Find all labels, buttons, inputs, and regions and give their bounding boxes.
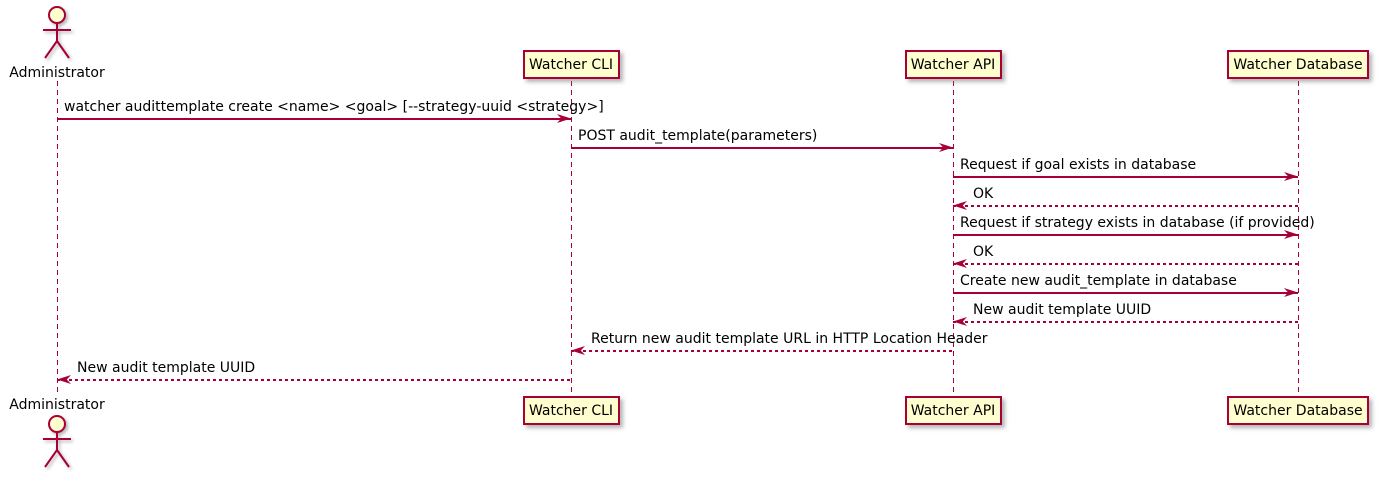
- actor-label-administrator-top: Administrator: [9, 65, 105, 81]
- message-line-9: [571, 350, 953, 352]
- message-label-10: New audit template UUID: [77, 360, 256, 376]
- actor-icon-administrator-top: [36, 5, 78, 63]
- participant-box-watcher-cli-top: Watcher CLI: [522, 50, 620, 79]
- message-arrowhead-10: [57, 375, 71, 384]
- message-label-3: Request if goal exists in database: [960, 157, 1197, 173]
- administrator-lifeline: [56, 81, 58, 396]
- watcher-api-lifeline: [952, 81, 954, 396]
- participant-box-watcher-database-top: Watcher Database: [1227, 50, 1369, 79]
- message-label-5: Request if strategy exists in database (…: [960, 215, 1315, 231]
- message-label-1: watcher audittemplate create <name> <goa…: [64, 99, 604, 115]
- message-line-3: [953, 176, 1298, 178]
- message-arrowhead-4: [953, 201, 967, 210]
- message-line-1: [57, 118, 571, 120]
- message-arrowhead-3: [1284, 172, 1298, 181]
- participant-box-watcher-api-bottom: Watcher API: [904, 396, 1002, 425]
- message-line-4: [953, 205, 1298, 207]
- participant-box-watcher-cli-bottom: Watcher CLI: [522, 396, 620, 425]
- message-arrowhead-8: [953, 317, 967, 326]
- message-arrowhead-2: [939, 143, 953, 152]
- message-label-4: OK: [973, 186, 994, 202]
- message-line-7: [953, 292, 1298, 294]
- message-arrowhead-1: [557, 114, 571, 123]
- message-arrowhead-6: [953, 259, 967, 268]
- message-arrowhead-7: [1284, 288, 1298, 297]
- participant-box-watcher-api-top: Watcher API: [904, 50, 1002, 79]
- message-label-7: Create new audit_template in database: [960, 273, 1237, 289]
- message-line-10: [57, 379, 571, 381]
- message-line-2: [571, 147, 953, 149]
- message-label-8: New audit template UUID: [973, 302, 1152, 318]
- watcher-database-lifeline: [1297, 81, 1299, 396]
- actor-label-administrator-bottom: Administrator: [9, 397, 105, 413]
- message-line-5: [953, 234, 1298, 236]
- actor-icon-administrator-bottom: [36, 414, 78, 472]
- watcher-cli-lifeline: [570, 81, 572, 396]
- message-label-6: OK: [973, 244, 994, 260]
- message-line-6: [953, 263, 1298, 265]
- message-line-8: [953, 321, 1298, 323]
- message-label-2: POST audit_template(parameters): [578, 128, 818, 144]
- participant-box-watcher-database-bottom: Watcher Database: [1227, 396, 1369, 425]
- message-arrowhead-9: [571, 346, 585, 355]
- message-arrowhead-5: [1284, 230, 1298, 239]
- message-label-9: Return new audit template URL in HTTP Lo…: [591, 331, 988, 347]
